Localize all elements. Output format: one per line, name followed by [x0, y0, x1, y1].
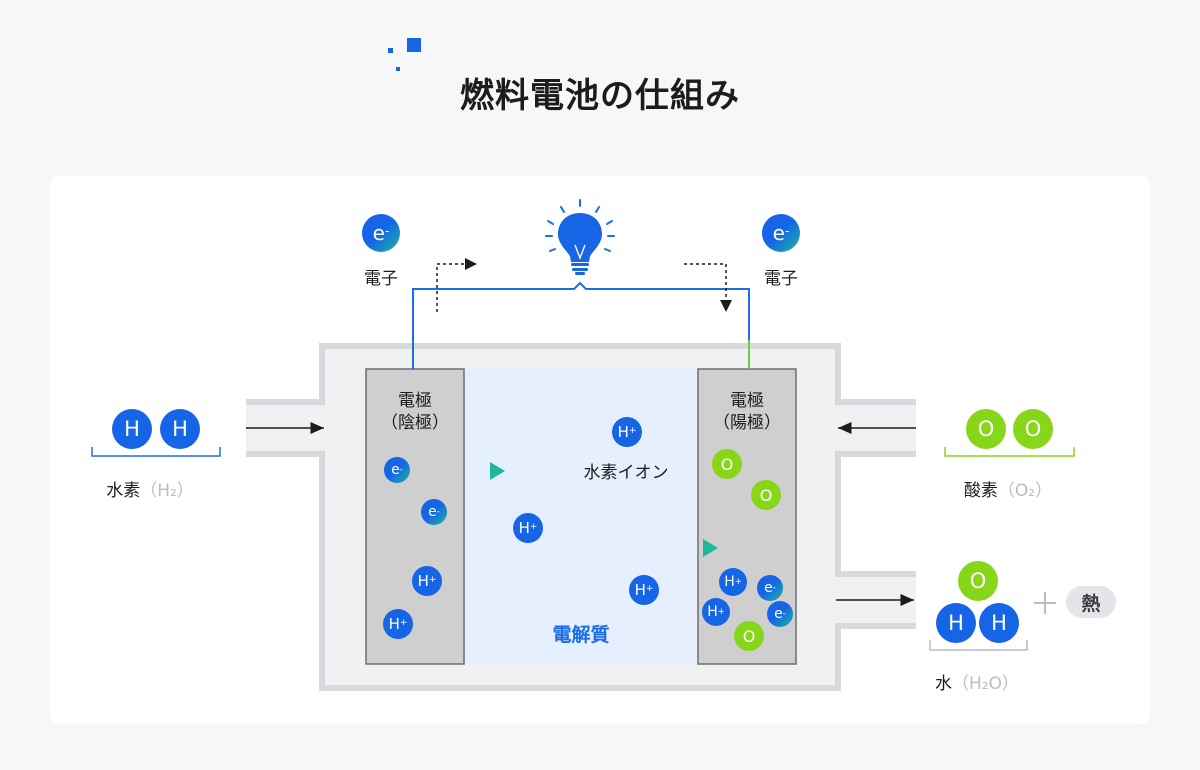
electron-particle: e- [384, 457, 410, 483]
hydrogen-ion-particle: H+ [383, 609, 413, 639]
anode-label-line2: （陽極） [713, 413, 781, 433]
water-formula: （H₂O） [952, 674, 1019, 694]
water-bracket [929, 640, 1028, 651]
electron-particle: e- [757, 575, 783, 601]
oxygen-atom: O [1013, 409, 1053, 449]
anode-label-line1: 電極 [730, 391, 764, 411]
page-title: 燃料電池の仕組み [460, 76, 740, 116]
water-hydrogen-atom: H [979, 603, 1019, 643]
oxygen-particle: O [751, 480, 781, 510]
hydrogen-atom: H [160, 409, 200, 449]
hydrogen-ion-particle: H+ [629, 575, 659, 605]
cathode-label-line1: 電極 [398, 391, 432, 411]
water-label: 水（H₂O） [935, 669, 1019, 694]
plus-sign [1034, 592, 1056, 614]
cathode-label: 電極 （陰極） [381, 390, 449, 434]
hydrogen-ion-particle: H+ [513, 513, 543, 543]
anode-label: 電極 （陽極） [713, 390, 781, 434]
hydrogen-atom: H [112, 409, 152, 449]
hydrogen-label: 水素（H₂） [106, 476, 194, 501]
oxygen-particle: O [734, 621, 764, 651]
oxygen-label: 酸素（O₂） [964, 476, 1052, 501]
heat-badge: 熱 [1066, 586, 1116, 618]
water-hydrogen-atom: H [936, 603, 976, 643]
hydrogen-ion-label: 水素イオン [583, 463, 669, 483]
hydrogen-ion-particle: H+ [612, 417, 642, 447]
hydrogen-ion-particle: H+ [412, 566, 442, 596]
electrolyte-region [464, 369, 698, 664]
electron-label-left: 電子 [364, 269, 398, 289]
electron-circle: e- [762, 214, 800, 252]
dotted-arrow-right-icon [436, 258, 477, 312]
hydrogen-name: 水素 [106, 481, 141, 501]
water-oxygen-atom: O [958, 561, 998, 601]
oxygen-name: 酸素 [963, 481, 998, 501]
flow-arrow-icon [455, 462, 505, 480]
hydrogen-ion-particle: H+ [719, 568, 747, 596]
electrolyte-label: 電解質 [552, 624, 610, 646]
flow-arrow-icon [668, 539, 718, 557]
hydrogen-bracket [91, 447, 221, 457]
electron-label-right: 電子 [764, 269, 798, 289]
oxygen-particle: O [712, 449, 742, 479]
electron-particle: e- [767, 601, 793, 627]
water-name: 水 [935, 674, 953, 694]
oxygen-bracket [944, 447, 1075, 457]
electron-particle: e- [421, 499, 447, 525]
dotted-arrow-down-icon [684, 263, 732, 312]
oxygen-atom: O [966, 409, 1006, 449]
lightbulb-icon [545, 199, 615, 275]
circuit-wire [412, 281, 750, 369]
hydrogen-ion-particle: H+ [702, 598, 730, 626]
cathode-label-line2: （陰極） [381, 413, 449, 433]
hydrogen-formula: （H₂） [140, 481, 194, 501]
oxygen-formula: （O₂） [997, 481, 1053, 501]
cathode-electrode [365, 368, 465, 665]
electron-circle: e- [362, 214, 400, 252]
cell-casing [246, 343, 916, 691]
